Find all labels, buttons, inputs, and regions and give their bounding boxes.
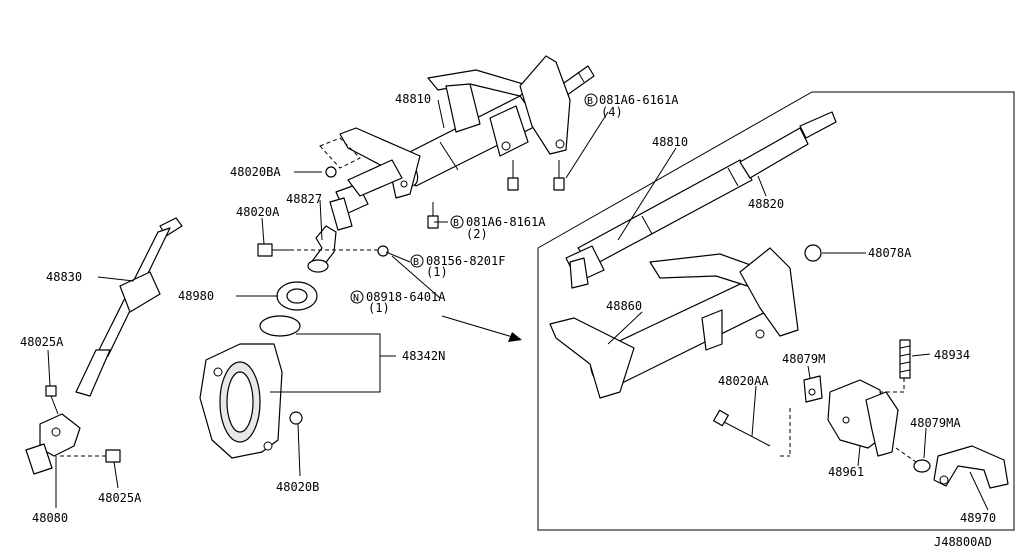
diagram-code: J48800AD [934,535,992,549]
b-symbol-icon [450,215,464,229]
svg-text:N: N [353,293,359,304]
label-48810-inset: 48810 [652,135,688,149]
svg-text:B: B [587,96,593,107]
label-48961: 48961 [828,465,864,479]
steering-column-assembly [329,55,595,231]
boot-48342N [199,315,301,459]
bolt-08156-8201F [427,202,439,229]
nut-48020B [289,411,303,425]
svg-text:B: B [453,218,459,229]
label-08918-6401A-qty: (1) [368,301,390,315]
lower-shaft-48830 [75,217,183,397]
label-48025A-top: 48025A [20,335,64,349]
washer-48079MA [913,459,931,473]
label-48079MA: 48079MA [910,416,961,430]
svg-text:B: B [413,257,419,268]
label-48970: 48970 [960,511,996,525]
bolt-48020A [257,243,290,257]
label-48342N: 48342N [402,349,445,363]
joint-48080 [25,385,121,475]
label-48934: 48934 [934,348,970,362]
bolt-48025A-upper [45,385,57,397]
inset-frame [537,91,1015,531]
label-081A6-6161A-qty: (4) [601,105,623,119]
leader-lines [47,99,989,511]
nut-48020BA [325,166,337,178]
label-081A6-8161A: 081A6-8161A [466,215,546,229]
label-08918-6401A: 08918-6401A [366,290,446,304]
label-48025A-bottom: 48025A [98,491,142,505]
label-081A6-8161A-qty: (2) [466,227,488,241]
label-48020A: 48020A [236,205,280,219]
bolt-081A6-8161A [507,160,565,191]
bolt-48025A-lower [105,449,121,463]
label-48020AA: 48020AA [718,374,769,388]
label-48078A: 48078A [868,246,912,260]
label-48860: 48860 [606,299,642,313]
label-48830: 48830 [46,270,82,284]
direction-arrow [441,315,517,339]
clip-48827 [307,225,337,273]
seal-48980 [276,281,318,311]
label-08156-8201F: 08156-8201F [426,254,505,268]
inset-column-48860 [549,247,799,399]
label-48080: 48080 [32,511,68,525]
label-081A6-6161A: 081A6-6161A [599,93,679,107]
inset-column-tube [565,111,837,289]
nut-48078A [804,244,822,262]
label-48827: 48827 [286,192,322,206]
nut-08918-6401A [377,245,389,257]
label-48820: 48820 [748,197,784,211]
spring-48934 [880,339,911,393]
label-48079M: 48079M [782,352,825,366]
n-symbol-icon [350,290,364,304]
label-08156-8201F-qty: (1) [426,265,448,279]
label-48810-top: 48810 [395,92,431,106]
label-48980: 48980 [178,289,214,303]
label-48020BA: 48020BA [230,165,281,179]
b-symbol-icon [584,93,598,107]
label-48020B: 48020B [276,480,319,494]
bolt-48020AA [713,408,791,457]
cover-48970 [933,445,1009,489]
part-labels: 48810 48020BA 48827 48020A 48830 48980 4… [20,92,996,549]
bracket-48961 [827,379,899,457]
b-symbol-icon [410,254,424,268]
